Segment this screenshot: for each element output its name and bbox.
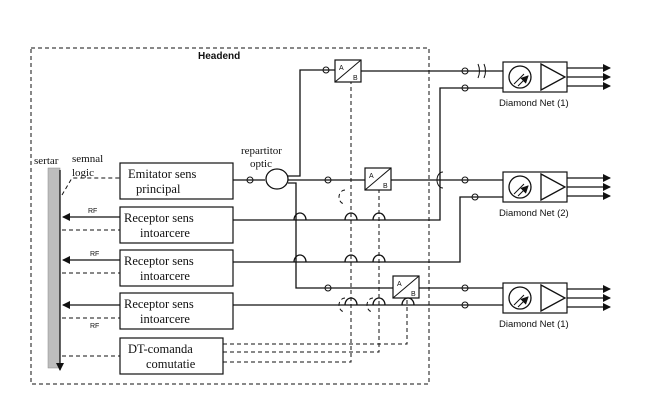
switch-3-b: B	[411, 291, 416, 298]
receptor-2-box	[119, 249, 234, 287]
fiber-coil-3a	[324, 284, 332, 292]
fiber-coil-emitator	[246, 176, 254, 184]
dt-comanda-label-1: DT-comanda	[128, 342, 193, 356]
node-1: Diamond Net (1)	[499, 61, 611, 109]
control-line-1	[223, 82, 352, 363]
semnal-logic-label-1: semnal	[72, 153, 103, 165]
fiber-return-1	[233, 87, 503, 221]
fiber-main-1	[288, 69, 335, 177]
repartitor-label-1: repartitor	[241, 145, 282, 157]
fiber-coil-1a	[322, 66, 330, 74]
control-line-3	[223, 298, 408, 345]
switch-2-b: B	[383, 183, 388, 190]
optical-splitter	[265, 168, 289, 190]
node-3-label: Diamond Net (1)	[499, 319, 569, 330]
repartitor-label-2: optic	[250, 158, 272, 170]
node-2: Diamond Net (2)	[499, 171, 611, 219]
switch-2-a: A	[369, 173, 374, 180]
node-3: Diamond Net (1)	[499, 282, 611, 330]
fiber-main-3	[288, 182, 393, 289]
receptor-1-label-2: intoarcere	[140, 226, 190, 240]
emitator-box	[119, 162, 234, 200]
semnal-logic-label-2: logic	[72, 167, 94, 179]
receptor-1-label-1: Receptor sens	[124, 211, 194, 225]
control-line-2	[223, 190, 380, 353]
switch-1-a: A	[339, 65, 344, 72]
sertar-bar	[47, 167, 61, 369]
rf-label-3: RF	[90, 323, 99, 330]
sertar-label: sertar	[34, 155, 59, 167]
fiber-return-2	[233, 196, 503, 263]
receptor-2-label-1: Receptor sens	[124, 254, 194, 268]
rf-label-2: RF	[90, 251, 99, 258]
dt-comanda-label-2: comutatie	[146, 357, 196, 371]
semnal-logic-dashed-line	[61, 177, 120, 196]
receptor-3-label-1: Receptor sens	[124, 297, 194, 311]
fiber-coil-2a	[324, 176, 332, 184]
switch-3-a: A	[397, 281, 402, 288]
node-2-label: Diamond Net (2)	[499, 208, 569, 219]
receptor-3-label-2: intoarcere	[140, 312, 190, 326]
rf-label-1: RF	[88, 208, 97, 215]
emitator-label-1: Emitator sens	[128, 167, 197, 181]
receptor-2-label-2: intoarcere	[140, 269, 190, 283]
switch-1-b: B	[353, 75, 358, 82]
headend-enclosure	[30, 47, 430, 385]
node-1-label: Diamond Net (1)	[499, 98, 569, 109]
emitator-label-2: principal	[136, 182, 181, 196]
receptor-1-box	[119, 206, 234, 244]
receptor-3-box	[119, 292, 234, 330]
headend-title: Headend	[198, 51, 240, 62]
dt-comanda-box	[119, 337, 224, 375]
